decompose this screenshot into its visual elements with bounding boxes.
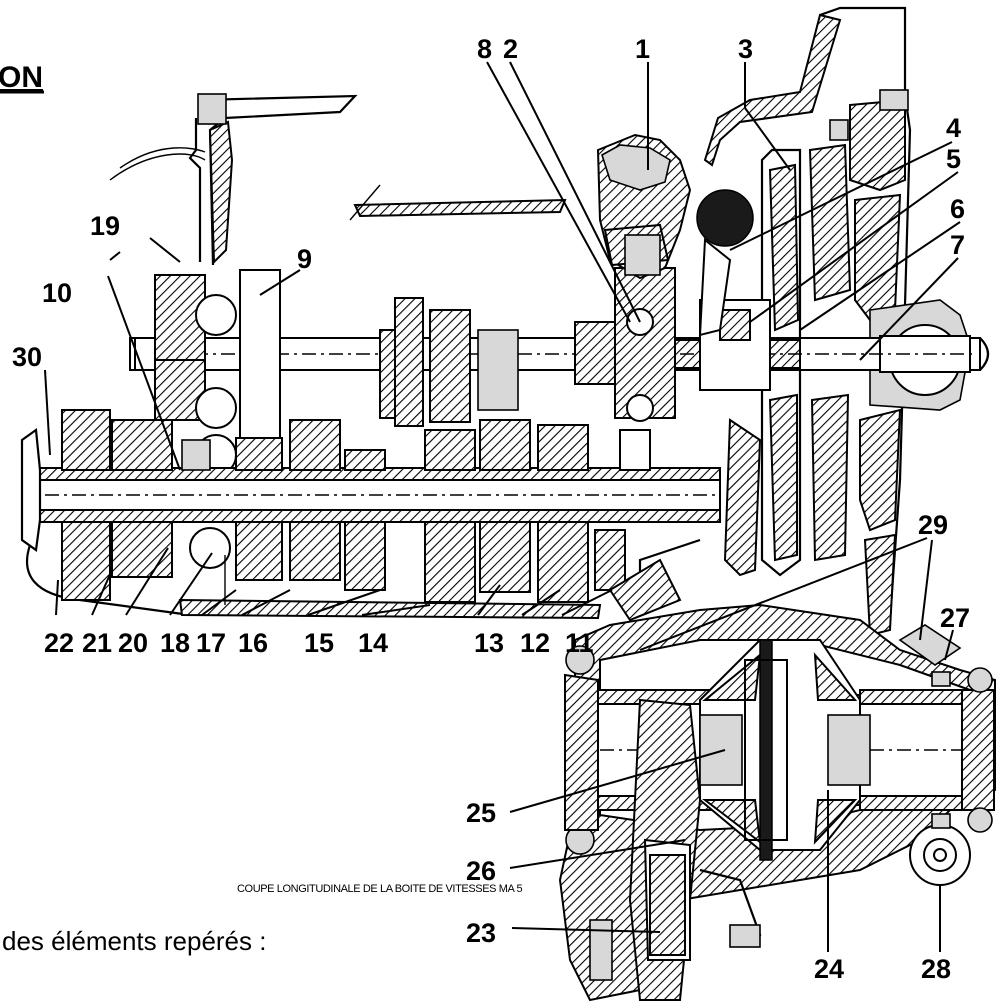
callout-5: 5 xyxy=(946,144,961,174)
callout-27: 27 xyxy=(940,603,970,633)
callout-7: 7 xyxy=(950,230,965,260)
callout-25: 25 xyxy=(466,798,496,828)
callout-19: 19 xyxy=(90,211,120,241)
callout-18: 18 xyxy=(160,628,190,658)
callout-13: 13 xyxy=(474,628,504,658)
callout-16: 16 xyxy=(238,628,268,658)
differential-housing xyxy=(558,538,996,1002)
callout-29: 29 xyxy=(918,510,948,540)
callout-1: 1 xyxy=(635,34,650,64)
legend-heading-fragment: des éléments repérés : xyxy=(2,926,266,956)
drawing-caption: COUPE LONGITUDINALE DE LA BOITE DE VITES… xyxy=(237,883,523,895)
callout-3: 3 xyxy=(738,34,753,64)
callout-14: 14 xyxy=(358,628,388,658)
callout-20: 20 xyxy=(118,628,148,658)
callout-12: 12 xyxy=(520,628,550,658)
input-shaft xyxy=(129,267,990,476)
callout-9: 9 xyxy=(297,244,312,274)
callout-labels: 1 2 3 4 5 6 7 8 9 10 11 12 13 14 15 16 1… xyxy=(12,34,970,984)
callout-6: 6 xyxy=(950,194,965,224)
callout-22: 22 xyxy=(44,628,74,658)
selector-fork xyxy=(596,133,754,337)
callout-26: 26 xyxy=(466,856,496,886)
page-title-fragment: ON xyxy=(0,61,43,94)
callout-30: 30 xyxy=(12,342,42,372)
callout-2: 2 xyxy=(503,34,518,64)
callout-11: 11 xyxy=(565,628,594,658)
callout-17: 17 xyxy=(196,628,226,658)
callout-10: 10 xyxy=(42,278,72,308)
callout-24: 24 xyxy=(814,954,844,984)
leader-lines xyxy=(44,61,961,952)
gearbox-housing-upper xyxy=(109,93,567,266)
callout-4: 4 xyxy=(946,113,961,143)
callout-15: 15 xyxy=(304,628,334,658)
callout-8: 8 xyxy=(477,34,492,64)
clutch-housing xyxy=(703,6,971,637)
callout-21: 21 xyxy=(82,628,112,658)
output-shaft xyxy=(20,409,721,620)
callout-28: 28 xyxy=(921,954,951,984)
callout-23: 23 xyxy=(466,918,496,948)
